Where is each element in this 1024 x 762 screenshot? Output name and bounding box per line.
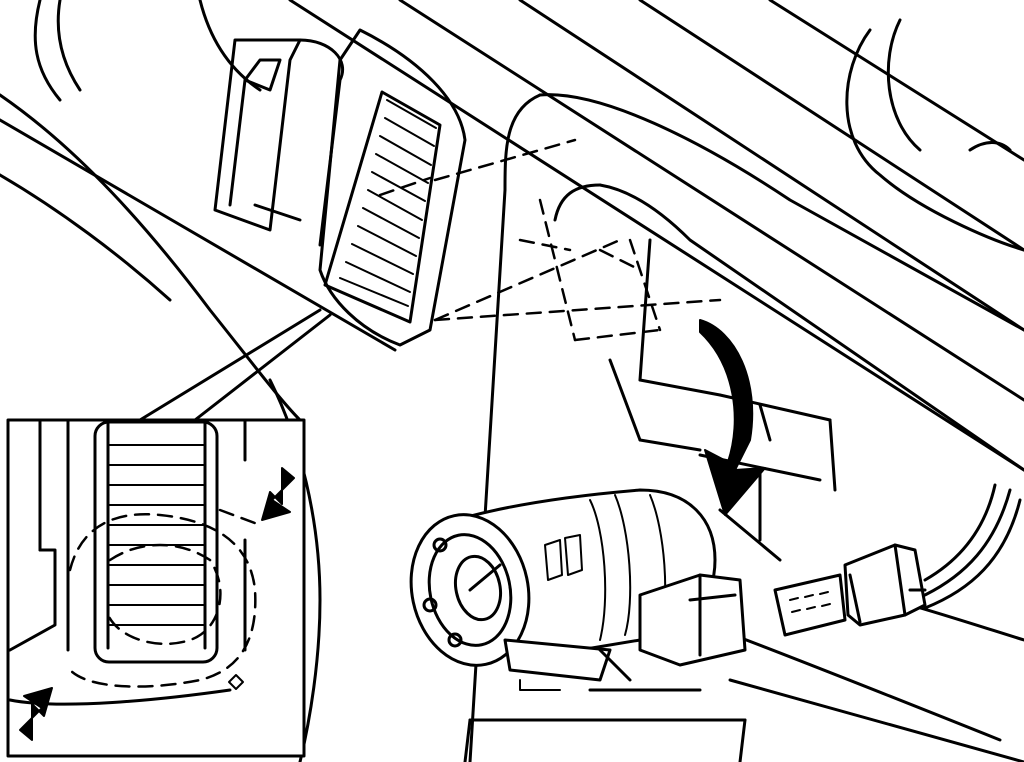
detail-inset <box>6 418 306 758</box>
air-vent <box>318 28 467 347</box>
rotation-arrow <box>699 319 766 516</box>
inset-leader-lines <box>138 308 332 422</box>
hidden-lines <box>378 138 722 342</box>
electrical-connector <box>773 483 1022 637</box>
switch-block <box>213 38 344 247</box>
ignition-lock-cylinder <box>409 488 747 682</box>
